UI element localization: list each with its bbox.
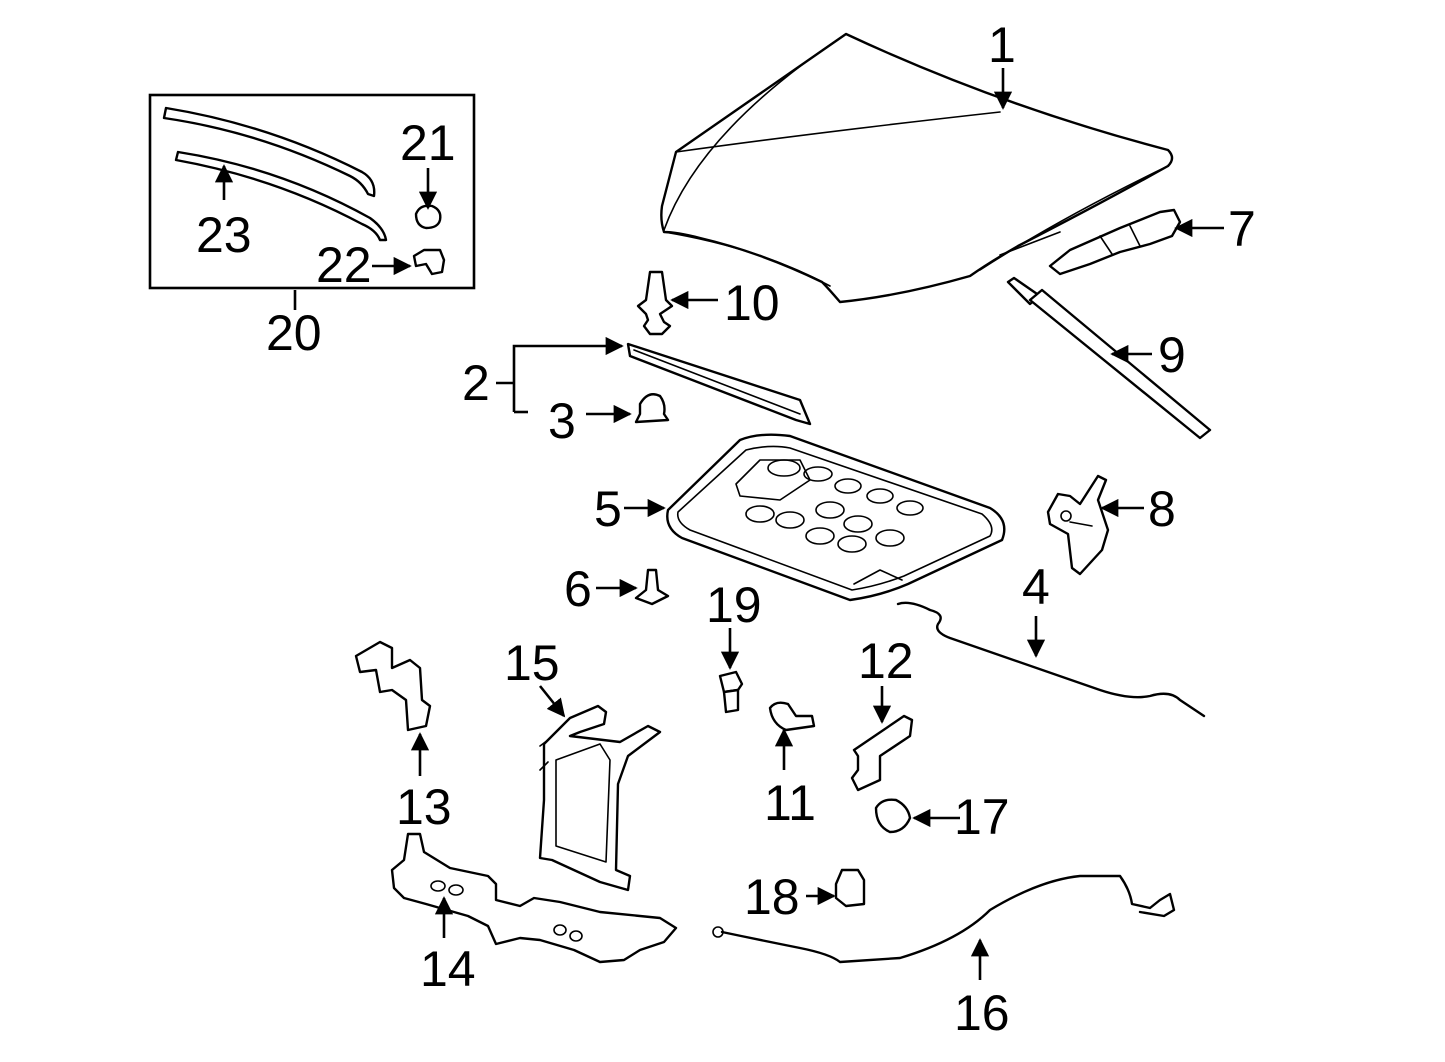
callout-4: 4 [1022, 559, 1050, 615]
callout-11: 11 [764, 775, 816, 831]
callout-9: 9 [1158, 327, 1186, 383]
callout-18: 18 [744, 869, 800, 925]
latch-support-15[interactable] [538, 704, 662, 892]
callout-19: 19 [706, 577, 762, 633]
hood-molding-upper[interactable] [162, 106, 376, 198]
callout-12: 12 [858, 633, 914, 689]
latch-bracket-12[interactable] [850, 714, 914, 792]
callout-7: 7 [1228, 201, 1256, 257]
callout-21: 21 [400, 115, 456, 171]
hood-support-strut[interactable] [1006, 276, 1212, 440]
callout-22: 22 [316, 237, 372, 293]
callout-16: 16 [954, 985, 1010, 1041]
callout-8: 8 [1148, 481, 1176, 537]
callout-23: 23 [196, 207, 252, 263]
bolt-19[interactable] [718, 670, 744, 714]
callout-13: 13 [396, 779, 452, 835]
callout-5: 5 [594, 481, 622, 537]
leader-lines [214, 68, 1224, 980]
seal-clip-3[interactable] [634, 393, 670, 424]
latch-support-13[interactable] [354, 640, 432, 732]
hood-bumper-11[interactable] [768, 701, 816, 732]
callout-17: 17 [954, 789, 1010, 845]
hood-panel[interactable] [660, 32, 1174, 304]
grommet-17[interactable] [874, 798, 912, 834]
insulator-retainer-6[interactable] [634, 568, 670, 606]
molding-clip-22[interactable] [412, 248, 446, 276]
hood-molding-lower[interactable] [174, 150, 388, 242]
hood-release-cable-16[interactable] [712, 874, 1176, 964]
callout-1: 1 [988, 17, 1016, 73]
push-clip-10[interactable] [636, 270, 674, 336]
cable-clip-18[interactable] [834, 868, 866, 908]
hood-molding-kit-box [148, 93, 476, 310]
callout-3: 3 [548, 393, 576, 449]
hood-seal-2[interactable] [626, 342, 812, 426]
callout-2: 2 [462, 355, 490, 411]
callout-20: 20 [266, 305, 322, 361]
hood-hinge-8[interactable] [1046, 474, 1110, 576]
callout-6: 6 [564, 561, 592, 617]
hood-prop-rod-4[interactable] [896, 601, 1206, 718]
callout-14: 14 [420, 941, 476, 997]
molding-clip-21[interactable] [414, 204, 442, 230]
hood-insulator-5[interactable] [666, 433, 1006, 602]
callout-numbers: 1 2 3 4 5 6 7 8 9 10 11 12 13 14 15 16 1… [196, 17, 1256, 1041]
radiator-support-14[interactable] [390, 832, 678, 964]
callout-10: 10 [724, 275, 780, 331]
callout-15: 15 [504, 635, 560, 691]
